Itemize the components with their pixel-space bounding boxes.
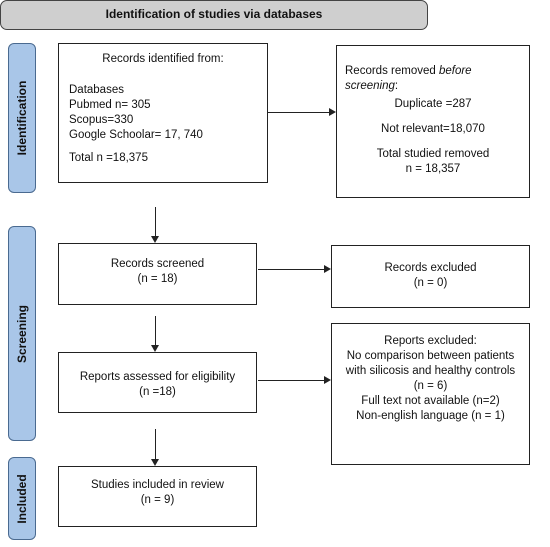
- reports-excluded-reason-2: Full text not available (n=2): [361, 395, 500, 407]
- arrow-screened-to-excluded: [258, 265, 331, 273]
- reports-assessed-count: (n =18): [139, 386, 176, 398]
- section-screening: Screening: [8, 226, 36, 441]
- not-relevant-count: Not relevant=18,070: [381, 123, 485, 135]
- google-count: Google Schoolar= 17, 740: [69, 129, 203, 141]
- records-identified-box: Records identified from: Databases Pubme…: [58, 43, 268, 183]
- arrow-identified-to-screened: [151, 207, 159, 243]
- removed-total-value: n = 18,357: [405, 163, 461, 175]
- section-identification-label: Identification: [15, 80, 29, 156]
- duplicate-count: Duplicate =287: [394, 98, 472, 110]
- records-excluded-box: Records excluded (n = 0): [331, 245, 530, 308]
- studies-included-box: Studies included in review (n = 9): [58, 466, 257, 527]
- section-included: Included: [8, 457, 36, 540]
- records-removed-title: Records removed before screening:: [345, 64, 521, 94]
- reports-excluded-title: Reports excluded:: [384, 335, 477, 347]
- removed-total-label: Total studied removed: [376, 148, 490, 160]
- studies-included-title: Studies included in review: [91, 479, 224, 491]
- reports-excluded-reason-1: No comparison between patients: [346, 350, 515, 362]
- records-removed-title-italic: before screening: [345, 65, 472, 92]
- scopus-count: Scopus=330: [69, 114, 134, 126]
- records-excluded-count: (n = 0): [413, 277, 448, 289]
- records-removed-box: Records removed before screening: Duplic…: [336, 45, 530, 198]
- records-screened-box: Records screened (n = 18): [58, 243, 257, 305]
- pubmed-count: Pubmed n= 305: [69, 99, 151, 111]
- reports-excluded-reason-1b: with silicosis and healthy controls: [345, 365, 516, 377]
- records-removed-title-colon: :: [394, 80, 399, 92]
- records-screened-count: (n = 18): [137, 273, 178, 285]
- reports-assessed-title: Reports assessed for eligibility: [79, 371, 236, 383]
- reports-excluded-box: Reports excluded: No comparison between …: [331, 323, 530, 465]
- arrow-assessed-to-reports-excluded: [258, 376, 331, 384]
- reports-assessed-box: Reports assessed for eligibility (n =18): [58, 352, 257, 413]
- arrow-screened-to-assessed: [151, 316, 159, 352]
- diagram-header: Identification of studies via databases: [0, 0, 428, 30]
- studies-included-count: (n = 9): [140, 494, 175, 506]
- records-screened-title: Records screened: [110, 258, 205, 270]
- reports-excluded-reason-1-count: (n = 6): [413, 380, 448, 392]
- section-screening-label: Screening: [15, 304, 29, 363]
- records-removed-title-plain: Records removed: [345, 65, 439, 77]
- databases-label: Databases: [69, 84, 124, 96]
- section-included-label: Included: [15, 473, 29, 524]
- identified-total: Total n =18,375: [69, 152, 148, 164]
- reports-excluded-reason-3: Non-english language (n = 1): [356, 410, 505, 422]
- records-excluded-title: Records excluded: [384, 262, 477, 274]
- records-identified-title: Records identified from:: [102, 53, 224, 65]
- section-identification: Identification: [8, 43, 36, 193]
- arrow-assessed-to-included: [151, 429, 159, 466]
- arrow-identified-to-removed: [268, 108, 336, 116]
